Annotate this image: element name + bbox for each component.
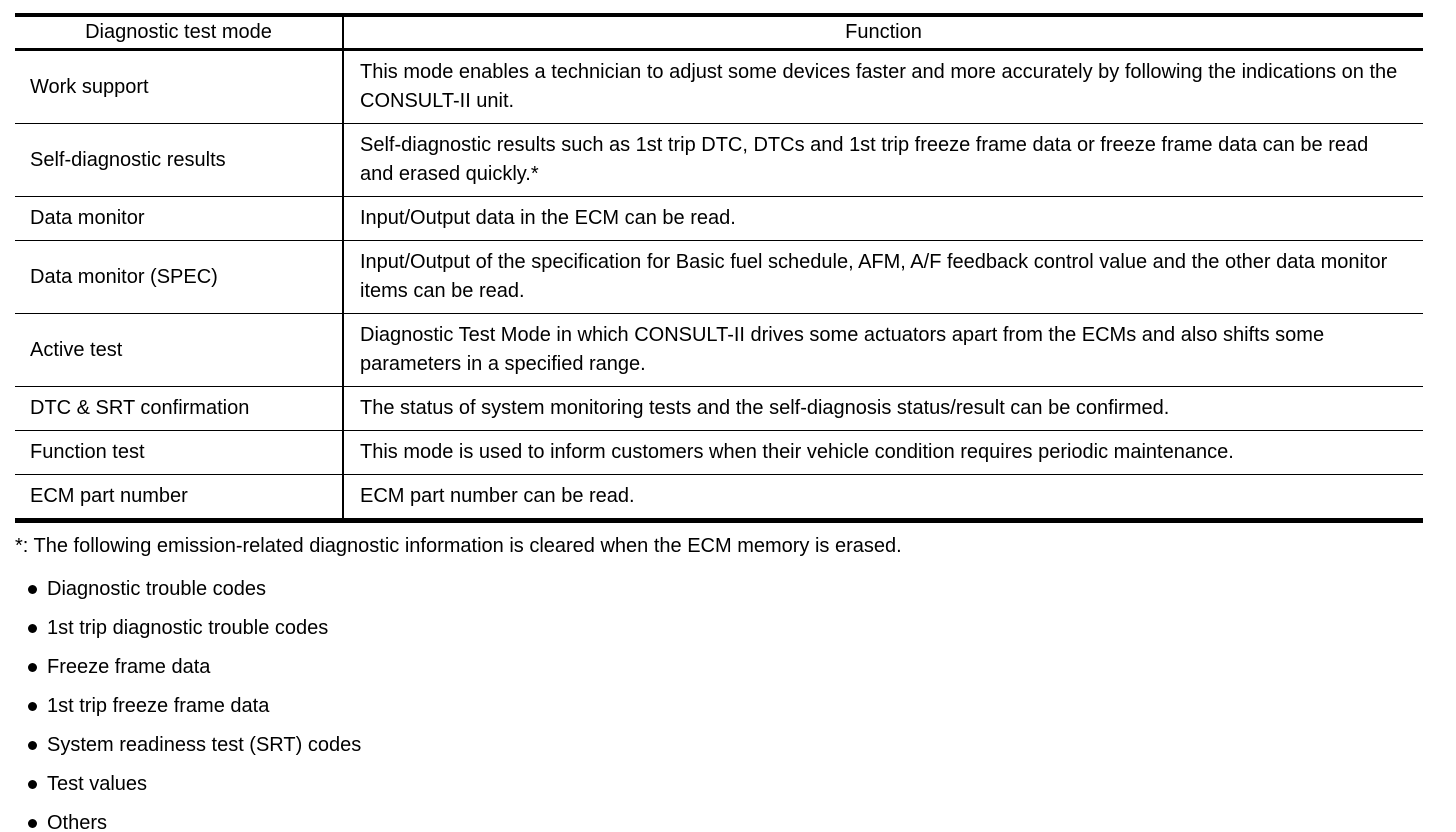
bullet-icon	[28, 819, 37, 828]
list-item-label: 1st trip freeze frame data	[47, 695, 270, 717]
table-row: Data monitor Input/Output data in the EC…	[15, 196, 1423, 241]
mode-cell: Work support	[15, 49, 344, 124]
list-item-label: Diagnostic trouble codes	[47, 578, 267, 600]
column-header-function: Function	[343, 15, 1423, 51]
list-item: 1st trip freeze frame data	[15, 687, 1438, 726]
function-cell: ECM part number can be read.	[343, 474, 1423, 521]
list-item: Others	[15, 804, 1438, 832]
table-row: Function test This mode is used to infor…	[15, 430, 1423, 475]
cleared-info-bullet-list: Diagnostic trouble codes 1st trip diagno…	[15, 570, 1438, 832]
table-row: DTC & SRT confirmation The status of sys…	[15, 386, 1423, 431]
footnote: *: The following emission-related diagno…	[15, 535, 902, 557]
list-item: Test values	[15, 765, 1438, 804]
list-item: System readiness test (SRT) codes	[15, 726, 1438, 765]
list-item-label: 1st trip diagnostic trouble codes	[47, 617, 329, 639]
mode-cell: Function test	[15, 430, 344, 475]
function-cell: Diagnostic Test Mode in which CONSULT-II…	[343, 313, 1423, 387]
list-item-label: Freeze frame data	[47, 656, 211, 678]
bullet-icon	[28, 780, 37, 789]
bullet-icon	[28, 624, 37, 633]
function-cell: This mode enables a technician to adjust…	[343, 49, 1423, 124]
diagnostic-test-mode-table: Diagnostic test mode Function Work suppo…	[15, 13, 1423, 523]
mode-cell: Self-diagnostic results	[15, 123, 344, 197]
table-row: Self-diagnostic results Self-diagnostic …	[15, 123, 1423, 197]
mode-cell: Data monitor	[15, 196, 344, 241]
function-cell: Input/Output of the specification for Ba…	[343, 240, 1423, 314]
table-header-row: Diagnostic test mode Function	[15, 15, 1423, 51]
list-item-label: Test values	[47, 773, 148, 795]
bullet-icon	[28, 663, 37, 672]
list-item: 1st trip diagnostic trouble codes	[15, 609, 1438, 648]
table-row: Active test Diagnostic Test Mode in whic…	[15, 313, 1423, 387]
function-cell: Self-diagnostic results such as 1st trip…	[343, 123, 1423, 197]
mode-cell: Data monitor (SPEC)	[15, 240, 344, 314]
bullet-icon	[28, 702, 37, 711]
mode-cell: DTC & SRT confirmation	[15, 386, 344, 431]
table-row: Data monitor (SPEC) Input/Output of the …	[15, 240, 1423, 314]
table-row: ECM part number ECM part number can be r…	[15, 474, 1423, 521]
list-item-label: Others	[47, 812, 108, 832]
list-item: Diagnostic trouble codes	[15, 570, 1438, 609]
mode-cell: ECM part number	[15, 474, 344, 521]
column-header-diagnostic-test-mode: Diagnostic test mode	[15, 15, 344, 51]
mode-cell: Active test	[15, 313, 344, 387]
function-cell: This mode is used to inform customers wh…	[343, 430, 1423, 475]
function-cell: The status of system monitoring tests an…	[343, 386, 1423, 431]
list-item-label: System readiness test (SRT) codes	[47, 734, 362, 756]
list-item: Freeze frame data	[15, 648, 1438, 687]
bullet-icon	[28, 585, 37, 594]
bullet-icon	[28, 741, 37, 750]
function-cell: Input/Output data in the ECM can be read…	[343, 196, 1423, 241]
table-row: Work support This mode enables a technic…	[15, 49, 1423, 124]
